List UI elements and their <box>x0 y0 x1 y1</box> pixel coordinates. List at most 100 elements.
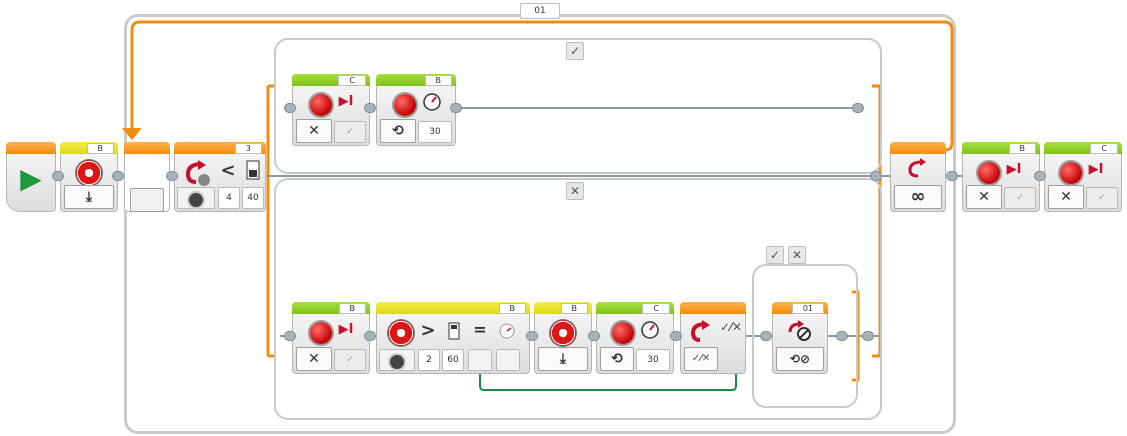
mode-selector-button[interactable]: ✕ <box>296 347 332 371</box>
compare-operator: < <box>220 160 236 181</box>
block-header: B <box>376 74 456 86</box>
false-motor-c-on-block[interactable]: C ⟲ 30 <box>596 302 674 374</box>
final-motor-c-off-block[interactable]: C ▶I ✕ ✓ <box>1044 142 1122 212</box>
sequence-plug[interactable] <box>112 171 124 181</box>
start-block[interactable]: ▶ <box>6 142 56 212</box>
brake-toggle[interactable]: ✓ <box>1004 187 1036 209</box>
equals-operator: = <box>473 320 487 339</box>
loop-interrupt-icon <box>788 320 811 341</box>
sequence-plug[interactable] <box>166 171 178 181</box>
large-motor-icon <box>310 322 332 344</box>
loop-end-block[interactable]: ∞ <box>890 142 946 212</box>
sequence-plug[interactable] <box>836 331 848 341</box>
final-motor-b-off-block[interactable]: B ▶I ✕ ✓ <box>962 142 1040 212</box>
false-inner-switch-block[interactable]: ✓⁄✕ ✓⁄✕ <box>680 302 746 374</box>
switch-true-case-frame <box>274 38 882 174</box>
motor-b-reset-block[interactable]: B ⤓ <box>60 142 118 212</box>
inner-switch-frame <box>752 264 858 408</box>
mode-selector-button[interactable]: ✕ <box>966 185 1002 209</box>
port-label[interactable]: B <box>338 303 366 314</box>
motor-stop-icon: ▶I <box>338 322 354 337</box>
sequence-plug[interactable] <box>946 171 958 181</box>
value-icon <box>448 322 460 340</box>
power-input[interactable]: 30 <box>418 121 452 143</box>
mode-selector-button[interactable]: ✓⁄✕ <box>684 347 718 371</box>
block-header <box>680 302 746 314</box>
sequence-plug[interactable] <box>526 331 538 341</box>
sensor-selector[interactable] <box>379 349 415 371</box>
output-plug-b[interactable] <box>496 349 520 371</box>
switch-arrow-icon <box>185 160 210 186</box>
switch-sensor-block[interactable]: 3 < 4 40 <box>174 142 266 212</box>
port-label[interactable]: C <box>338 75 366 86</box>
port-label[interactable]: B <box>560 303 588 314</box>
port-label[interactable]: B <box>1008 143 1036 154</box>
port-label[interactable]: C <box>1090 143 1118 154</box>
switch-true-case-tab[interactable]: ✓ <box>566 42 584 60</box>
true-motor-c-off-block[interactable]: C ▶I ✕ ✓ <box>292 74 370 146</box>
output-plug-a[interactable] <box>468 349 492 371</box>
sequence-plug[interactable] <box>670 331 682 341</box>
brake-toggle[interactable]: ✓ <box>334 121 366 143</box>
sequence-plug[interactable] <box>870 171 882 181</box>
false-motor-b-off-block[interactable]: B ▶I ✕ ✓ <box>292 302 370 374</box>
sequence-plug[interactable] <box>52 171 64 181</box>
large-motor-icon <box>612 322 634 344</box>
motor-rotation-icon <box>388 320 414 346</box>
block-header: C <box>596 302 674 314</box>
sequence-plug[interactable] <box>284 103 296 113</box>
port-label[interactable]: B <box>498 303 526 314</box>
threshold-b-input[interactable]: 60 <box>442 349 464 371</box>
mode-selector-button[interactable]: ⟲ <box>380 119 416 143</box>
loop-name-label[interactable]: 01 <box>791 303 824 314</box>
mode-selector-button[interactable]: ⟲ <box>600 347 634 371</box>
mode-selector-button[interactable]: ✕ <box>1048 185 1084 209</box>
mode-selector-button[interactable]: ⤓ <box>64 185 114 209</box>
loop-start-slot <box>130 188 164 212</box>
loop-interrupt-block[interactable]: 01 ⟲⊘ <box>772 302 828 374</box>
loop-mode-selector[interactable]: ∞ <box>894 185 942 209</box>
sequence-plug[interactable] <box>852 103 864 113</box>
port-label[interactable]: B <box>424 75 452 86</box>
brake-toggle[interactable]: ✓ <box>1086 187 1118 209</box>
inner-switch-false-tab[interactable]: ✕ <box>788 246 806 264</box>
sequence-plug[interactable] <box>1034 171 1046 181</box>
sequence-plug[interactable] <box>364 331 376 341</box>
power-input[interactable]: 30 <box>636 349 670 371</box>
loop-start-block <box>124 142 170 212</box>
sensor-mode-icon <box>388 353 406 371</box>
threshold-a-input[interactable]: 4 <box>218 187 240 209</box>
sensor-selector[interactable] <box>177 187 215 209</box>
inner-switch-true-tab[interactable]: ✓ <box>766 246 784 264</box>
false-compare-b-block[interactable]: B > = 2 60 <box>376 302 530 374</box>
loop-start-header <box>124 142 170 154</box>
block-header <box>890 142 946 154</box>
large-motor-icon <box>310 94 332 116</box>
large-motor-icon <box>394 94 416 116</box>
mode-selector-button[interactable]: ⤓ <box>538 347 588 371</box>
port-label[interactable]: C <box>642 303 670 314</box>
sequence-plug[interactable] <box>284 331 296 341</box>
switch-sensor-header: 3 <box>174 142 266 154</box>
loop-name-label[interactable]: 01 <box>520 3 560 19</box>
false-motor-b-reset-block[interactable]: B ⤓ <box>534 302 592 374</box>
threshold-a-input[interactable]: 2 <box>418 349 440 371</box>
sequence-plug[interactable] <box>450 103 462 113</box>
loop-repeat-icon <box>908 158 926 178</box>
sequence-plug[interactable] <box>760 331 772 341</box>
motor-rotation-icon <box>550 320 576 346</box>
sequence-plug[interactable] <box>364 103 376 113</box>
brake-toggle[interactable]: ✓ <box>334 349 366 371</box>
block-header: B <box>292 302 370 314</box>
switch-false-case-tab[interactable]: ✕ <box>566 182 584 200</box>
sequence-plug[interactable] <box>862 331 874 341</box>
port-label[interactable]: B <box>86 143 114 154</box>
true-motor-b-on-block[interactable]: B ⟲ 30 <box>376 74 456 146</box>
threshold-b-input[interactable]: 40 <box>242 187 264 209</box>
mode-selector-button[interactable]: ⟲⊘ <box>776 347 824 371</box>
port-label[interactable]: 3 <box>234 143 262 154</box>
sequence-plug[interactable] <box>588 331 600 341</box>
mode-selector-button[interactable]: ✕ <box>296 119 332 143</box>
